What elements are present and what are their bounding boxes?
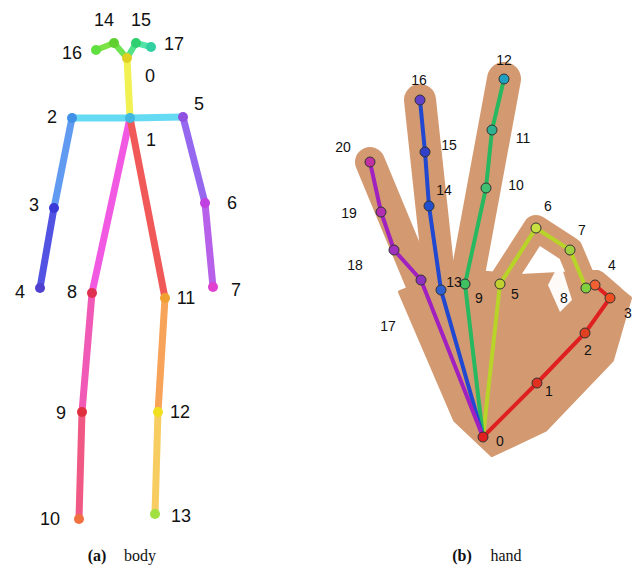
keypoint-number: 5 bbox=[511, 287, 519, 301]
keypoint-number: 0 bbox=[496, 434, 504, 448]
keypoint-number: 14 bbox=[436, 183, 452, 197]
keypoint-number: 2 bbox=[47, 108, 57, 126]
subfigure-caption: (b) bbox=[452, 548, 472, 564]
keypoint-number: 12 bbox=[170, 403, 190, 421]
keypoint-number: 7 bbox=[231, 281, 241, 299]
keypoint-number: 9 bbox=[56, 404, 66, 422]
keypoint-number: 19 bbox=[341, 206, 357, 220]
keypoint-number: 3 bbox=[29, 196, 39, 214]
keypoint-number: 4 bbox=[15, 283, 25, 301]
keypoint-number: 15 bbox=[441, 138, 457, 152]
keypoint-number: 10 bbox=[508, 178, 524, 192]
keypoint-number: 11 bbox=[516, 131, 531, 145]
keypoint-number: 11 bbox=[177, 289, 196, 307]
keypoint-number: 9 bbox=[475, 291, 483, 305]
keypoint-number: 1 bbox=[146, 131, 156, 149]
keypoint-number: 17 bbox=[164, 35, 184, 53]
keypoint-number: 6 bbox=[544, 199, 552, 213]
keypoint-number: 16 bbox=[62, 44, 82, 62]
keypoint-number: 3 bbox=[624, 306, 632, 320]
keypoint-number: 15 bbox=[131, 11, 151, 29]
keypoint-number: 6 bbox=[227, 194, 237, 212]
keypoint-number: 16 bbox=[411, 73, 427, 87]
keypoint-number: 8 bbox=[67, 283, 77, 301]
keypoint-number: 20 bbox=[335, 140, 351, 154]
subfigure-caption: body bbox=[124, 548, 156, 564]
keypoint-number: 7 bbox=[578, 223, 586, 237]
keypoint-number: 17 bbox=[380, 319, 396, 333]
keypoint-number: 13 bbox=[446, 275, 462, 289]
keypoint-number: 2 bbox=[584, 343, 592, 357]
keypoint-number: 5 bbox=[194, 95, 204, 113]
keypoint-number: 13 bbox=[171, 507, 191, 525]
keypoint-number: 4 bbox=[608, 258, 616, 272]
keypoint-number: 12 bbox=[496, 53, 512, 67]
keypoint-number: 8 bbox=[560, 291, 568, 305]
keypoint-number: 1 bbox=[545, 384, 553, 398]
keypoint-number: 14 bbox=[94, 11, 114, 29]
keypoint-number: 0 bbox=[145, 67, 155, 85]
keypoint-number: 18 bbox=[347, 258, 363, 272]
subfigure-caption: (a) bbox=[88, 548, 107, 564]
keypoint-number: 10 bbox=[40, 510, 60, 528]
subfigure-caption: hand bbox=[490, 548, 521, 564]
